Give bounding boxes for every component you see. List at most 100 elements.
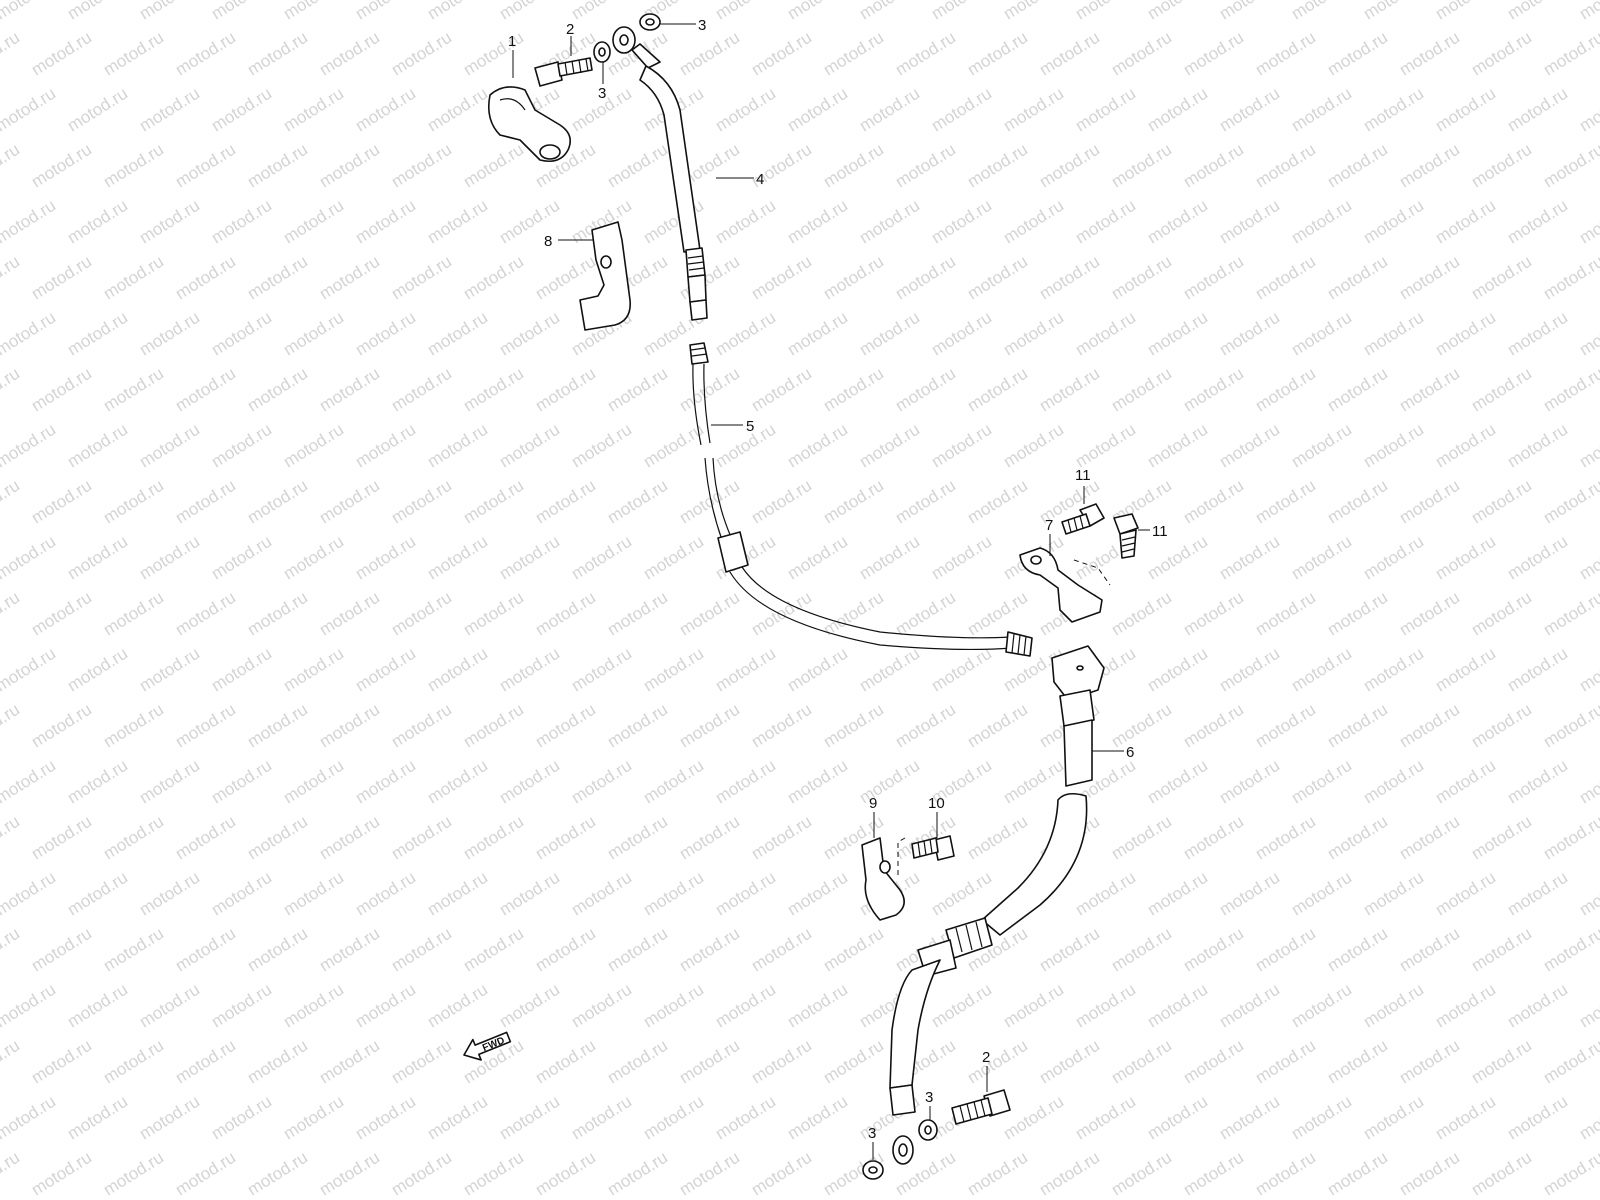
watermark-text: motod.ru bbox=[1216, 308, 1283, 360]
watermark-text: motod.ru bbox=[1000, 84, 1067, 136]
watermark-text: motod.ru bbox=[172, 700, 239, 752]
watermark-text: motod.ru bbox=[280, 0, 347, 23]
watermark-text: motod.ru bbox=[316, 924, 383, 976]
watermark-text: motod.ru bbox=[532, 252, 599, 304]
watermark-text: motod.ru bbox=[532, 700, 599, 752]
watermark-text: motod.ru bbox=[1396, 1036, 1463, 1088]
watermark-text: motod.ru bbox=[0, 812, 23, 864]
watermark-text: motod.ru bbox=[388, 252, 455, 304]
watermark-text: motod.ru bbox=[1144, 644, 1211, 696]
watermark-text: motod.ru bbox=[1180, 588, 1247, 640]
watermark-text: motod.ru bbox=[1036, 924, 1103, 976]
watermark-text: motod.ru bbox=[1036, 252, 1103, 304]
watermark-text: motod.ru bbox=[1180, 476, 1247, 528]
watermark-text: motod.ru bbox=[388, 364, 455, 416]
watermark-text: motod.ru bbox=[460, 252, 527, 304]
watermark-text: motod.ru bbox=[496, 644, 563, 696]
watermark-text: motod.ru bbox=[676, 700, 743, 752]
watermark-text: motod.ru bbox=[1576, 644, 1600, 696]
watermark-text: motod.ru bbox=[1144, 308, 1211, 360]
watermark-text: motod.ru bbox=[1288, 644, 1355, 696]
watermark-text: motod.ru bbox=[1540, 588, 1600, 640]
watermark-text: motod.ru bbox=[0, 476, 23, 528]
watermark-text: motod.ru bbox=[1216, 532, 1283, 584]
callout-5: 5 bbox=[746, 418, 754, 435]
watermark-text: motod.ru bbox=[280, 1092, 347, 1144]
watermark-text: motod.ru bbox=[424, 868, 491, 920]
watermark-text: motod.ru bbox=[964, 364, 1031, 416]
watermark-text: motod.ru bbox=[0, 252, 23, 304]
watermark-text: motod.ru bbox=[352, 420, 419, 472]
watermark-text: motod.ru bbox=[64, 0, 131, 23]
watermark-text: motod.ru bbox=[64, 308, 131, 360]
watermark-text: motod.ru bbox=[1324, 812, 1391, 864]
watermark-text: motod.ru bbox=[1000, 756, 1067, 808]
watermark-text: motod.ru bbox=[1360, 756, 1427, 808]
watermark-text: motod.ru bbox=[676, 476, 743, 528]
watermark-text: motod.ru bbox=[820, 476, 887, 528]
watermark-text: motod.ru bbox=[820, 924, 887, 976]
watermark-text: motod.ru bbox=[208, 196, 275, 248]
watermark-text: motod.ru bbox=[1468, 28, 1535, 80]
watermark-text: motod.ru bbox=[100, 476, 167, 528]
callout-10: 10 bbox=[928, 795, 945, 812]
watermark-text: motod.ru bbox=[100, 924, 167, 976]
part-5-brake-pipe bbox=[689, 342, 1033, 657]
watermark-text: motod.ru bbox=[532, 588, 599, 640]
watermark-text: motod.ru bbox=[316, 700, 383, 752]
watermark-text: motod.ru bbox=[0, 140, 23, 192]
watermark-text: motod.ru bbox=[136, 0, 203, 23]
watermark-text: motod.ru bbox=[1468, 700, 1535, 752]
watermark-text: motod.ru bbox=[172, 364, 239, 416]
watermark-text: motod.ru bbox=[928, 980, 995, 1032]
watermark-text: motod.ru bbox=[1432, 0, 1499, 23]
watermark-text: motod.ru bbox=[496, 308, 563, 360]
watermark-text: motod.ru bbox=[1360, 0, 1427, 23]
part-2-union-bolt-upper bbox=[534, 57, 593, 87]
watermark-text: motod.ru bbox=[748, 364, 815, 416]
watermark-text: motod.ru bbox=[244, 28, 311, 80]
watermark-text: motod.ru bbox=[136, 980, 203, 1032]
watermark-text: motod.ru bbox=[28, 28, 95, 80]
part-10-bolt bbox=[911, 835, 955, 861]
watermark-text: motod.ru bbox=[604, 140, 671, 192]
watermark-text: motod.ru bbox=[1180, 1036, 1247, 1088]
watermark-text: motod.ru bbox=[0, 644, 59, 696]
watermark-text: motod.ru bbox=[100, 28, 167, 80]
watermark-text: motod.ru bbox=[892, 252, 959, 304]
watermark-text: motod.ru bbox=[0, 196, 59, 248]
watermark-text: motod.ru bbox=[1540, 364, 1600, 416]
watermark-text: motod.ru bbox=[0, 308, 59, 360]
watermark-text: motod.ru bbox=[748, 1148, 815, 1200]
watermark-text: motod.ru bbox=[424, 756, 491, 808]
part-1-banjo-cap bbox=[487, 86, 571, 163]
watermark-text: motod.ru bbox=[568, 644, 635, 696]
watermark-text: motod.ru bbox=[1144, 420, 1211, 472]
watermark-text: motod.ru bbox=[1000, 0, 1067, 23]
watermark-text: motod.ru bbox=[28, 252, 95, 304]
watermark-text: motod.ru bbox=[712, 308, 779, 360]
watermark-text: motod.ru bbox=[784, 420, 851, 472]
watermark-text: motod.ru bbox=[1216, 756, 1283, 808]
callout-8: 8 bbox=[544, 233, 552, 250]
callout-11-b: 11 bbox=[1152, 523, 1168, 540]
watermark-text: motod.ru bbox=[784, 532, 851, 584]
watermark-text: motod.ru bbox=[1324, 252, 1391, 304]
watermark-text: motod.ru bbox=[640, 756, 707, 808]
watermark-text: motod.ru bbox=[1504, 532, 1571, 584]
watermark-text: motod.ru bbox=[856, 308, 923, 360]
watermark-text: motod.ru bbox=[784, 84, 851, 136]
watermark-text: motod.ru bbox=[208, 868, 275, 920]
watermark-text: motod.ru bbox=[0, 1036, 23, 1088]
watermark-text: motod.ru bbox=[0, 756, 59, 808]
watermark-text: motod.ru bbox=[784, 308, 851, 360]
watermark-text: motod.ru bbox=[568, 420, 635, 472]
watermark-text: motod.ru bbox=[676, 364, 743, 416]
watermark-text: motod.ru bbox=[316, 1036, 383, 1088]
watermark-text: motod.ru bbox=[1540, 1148, 1600, 1200]
watermark-text: motod.ru bbox=[1324, 28, 1391, 80]
watermark-text: motod.ru bbox=[1540, 1036, 1600, 1088]
watermark-text: motod.ru bbox=[1576, 196, 1600, 248]
watermark-text: motod.ru bbox=[964, 476, 1031, 528]
watermark-text: motod.ru bbox=[100, 1148, 167, 1200]
